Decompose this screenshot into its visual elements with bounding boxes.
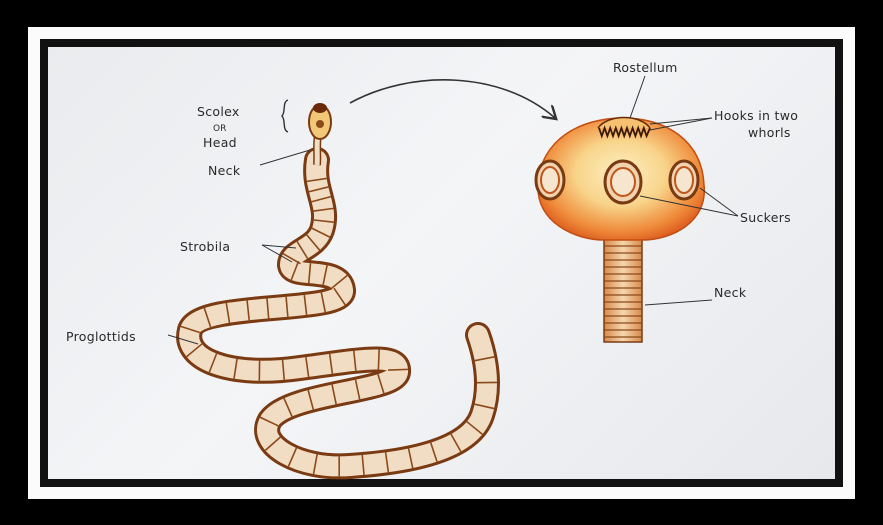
label-suckers: Suckers <box>740 210 791 225</box>
label-or: OR <box>213 124 226 134</box>
label-hooks-line2: whorls <box>748 125 791 140</box>
strobila-fill <box>189 160 487 466</box>
sucker-center <box>605 161 641 203</box>
neck-right-pointer <box>645 300 712 305</box>
label-neck-right: Neck <box>714 285 747 300</box>
sucker-right <box>670 161 698 199</box>
scolex-tip <box>313 103 327 113</box>
enlarged-neck <box>604 232 642 342</box>
label-strobila: Strobila <box>180 239 230 254</box>
label-proglottids: Proglottids <box>66 329 136 344</box>
tapeworm-body <box>181 103 497 476</box>
enlarge-arrow <box>350 80 555 118</box>
label-neck-left: Neck <box>208 163 241 178</box>
sucker-left <box>536 161 564 199</box>
proglottid-divider <box>388 369 408 370</box>
proglottid-divider <box>378 350 379 370</box>
label-head: Head <box>203 135 237 150</box>
label-hooks-line1: Hooks in two <box>714 108 798 123</box>
scolex-sucker <box>316 120 324 128</box>
hooks-pointer-1 <box>650 118 712 124</box>
enlarged-scolex <box>536 118 704 343</box>
scolex-brace <box>282 100 288 132</box>
label-scolex: Scolex <box>197 104 240 119</box>
rostellum-pointer <box>630 76 645 118</box>
neck-left-pointer <box>260 150 310 165</box>
label-rostellum: Rostellum <box>613 60 678 75</box>
